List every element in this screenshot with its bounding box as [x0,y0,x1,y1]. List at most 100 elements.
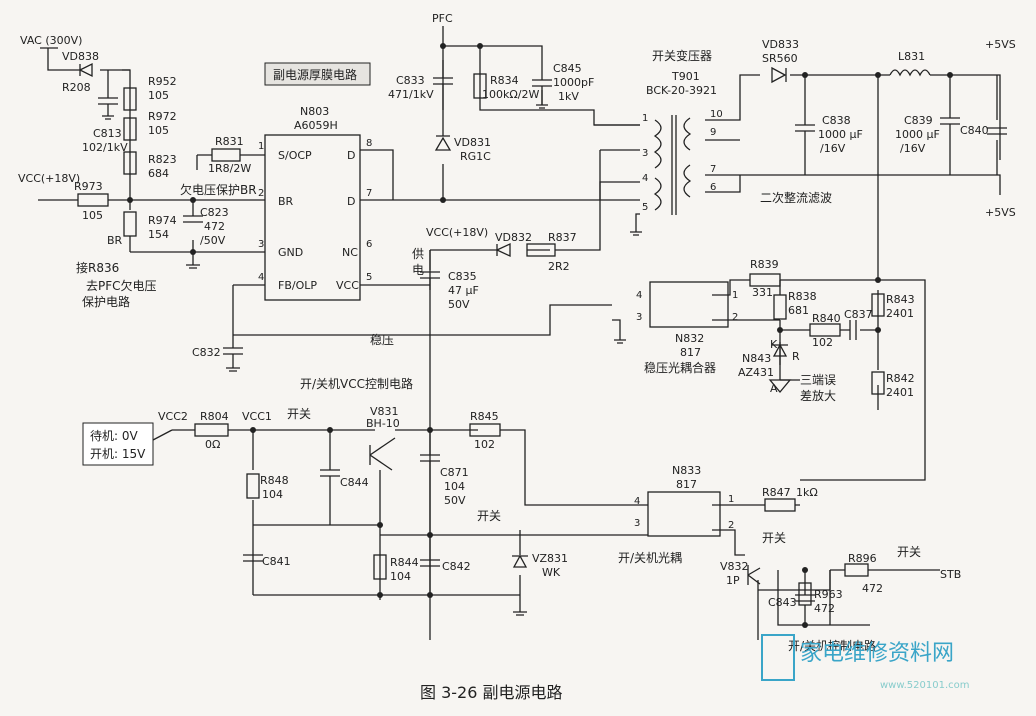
value-r972: 105 [148,124,169,137]
label-stb: STB [940,568,961,581]
watermark-url: www.520101.com [880,680,970,691]
value-r845: 102 [474,438,495,451]
resistor-r823 [123,151,137,175]
resistor-r973 [77,193,109,207]
label-vd832: VD832 [495,231,532,244]
ground-2 [186,264,200,269]
label-supply2: 电 [412,263,424,277]
shunt-regulator-n843 [772,343,788,357]
resistor-r896 [844,563,869,577]
label-c839: C839 [904,114,933,127]
label-three-terminal1: 三端误 [800,373,836,387]
ground-5 [630,231,642,236]
n833-pin1: 1 [728,494,734,505]
n832-pin1: 1 [732,290,738,301]
ic-pin-nc: NC [342,246,358,259]
resistor-r845 [469,423,501,437]
ground-6 [614,339,626,344]
label-to-pfc2: 保护电路 [82,294,130,309]
n832-pin3: 3 [636,312,642,323]
value-c838: 1000 μF [818,128,863,141]
label-vcc18: VCC(+18V) [18,172,80,185]
label-poweron: 开机: 15V [90,447,146,461]
resistor-r848 [246,473,260,499]
ic-pin-vcc: VCC [336,279,359,292]
thick-film-box [264,62,371,86]
wires [38,26,1001,640]
t901-pin7: 7 [710,164,716,175]
label-r972: R972 [148,110,177,123]
components [77,60,1007,616]
value-c813: 102/1kV [82,141,128,154]
label-vd838: VD838 [62,50,99,63]
resistor-r963 [798,582,812,606]
value-r842: 2401 [886,386,914,399]
n833-pin4: 4 [634,496,640,507]
watermark-brand: 家电维修资料网 [800,641,954,666]
onoff-tag-3: 开关 [762,531,786,545]
t901-pin6: 6 [710,182,716,193]
ic-pin-br: BR [278,195,294,208]
label-regulate: 稳压 [370,332,394,347]
value-c823-voltage: /50V [200,234,226,247]
label-br-arrow: BR [107,234,123,247]
label-c840: C840 [960,124,989,137]
optocoupler-n833 [647,491,721,537]
figure-caption: 图 3-26 副电源电路 [420,683,563,702]
capacitor-c813 [98,97,118,116]
label-c845: C845 [553,62,582,75]
inductor-l831 [889,69,931,77]
ic-pin4: 4 [258,272,264,283]
value-r963: 472 [814,602,835,615]
n832-pin4: 4 [636,290,642,301]
label-switch-transformer: 开关变压器 [652,48,712,63]
capacitor-c835 [420,271,440,290]
capacitor-c841 [243,554,263,562]
value-r839: 331 [752,286,773,299]
ground-4 [536,104,548,109]
label-vcc18b: VCC(+18V) [426,226,488,239]
ic-pin-gnd: GND [278,246,303,259]
label-r842: R842 [886,372,915,385]
capacitor-c837 [849,320,857,340]
label-onoff-control: 开/关机控制电路 [788,638,876,653]
value-r838: 681 [788,304,809,317]
ic-pin-d8: D [347,149,355,162]
zener-vz831 [512,554,528,568]
label-5vs-top: +5VS [985,38,1016,51]
label-vac: VAC (300V) [20,34,82,47]
label-r973: R973 [74,180,103,193]
t901-pin4: 4 [642,173,648,184]
label-r847: R847 [762,486,791,499]
label-c813: C813 [93,127,122,140]
n843-pin-r: R [792,350,800,363]
label-l831: L831 [898,50,925,63]
label-r952: R952 [148,75,177,88]
label-5vs-bottom: +5VS [985,206,1016,219]
resistor-r972 [123,117,137,141]
value-r847: 1kΩ [796,486,818,499]
label-c835: C835 [448,270,477,283]
ground-8 [768,379,792,394]
transistor-v832 [747,565,761,585]
value-c839: 1000 μF [895,128,940,141]
ic-pin2: 2 [258,188,264,199]
transformer-t901 [653,115,692,215]
value-vz831: WK [542,566,561,579]
value-r973: 105 [82,209,103,222]
label-vz831: VZ831 [532,552,568,565]
capacitor-c843 [795,594,815,602]
n833-pin2: 2 [728,520,734,531]
value-n832: 817 [680,346,701,359]
label-vcc1: VCC1 [242,410,272,423]
ic-n803 [264,134,361,301]
value-r804: 0Ω [205,438,220,451]
ic-pin5: 5 [366,272,372,283]
value-r823: 684 [148,167,169,180]
label-standby: 待机: 0V [90,429,138,443]
label-c832: C832 [192,346,221,359]
label-c833: C833 [396,74,425,87]
label-secondary: 二次整流滤波 [760,190,832,205]
labels: VAC (300V) VD838 R208 R952 105 R972 105 … [18,12,1016,702]
resistor-r831 [211,148,241,162]
